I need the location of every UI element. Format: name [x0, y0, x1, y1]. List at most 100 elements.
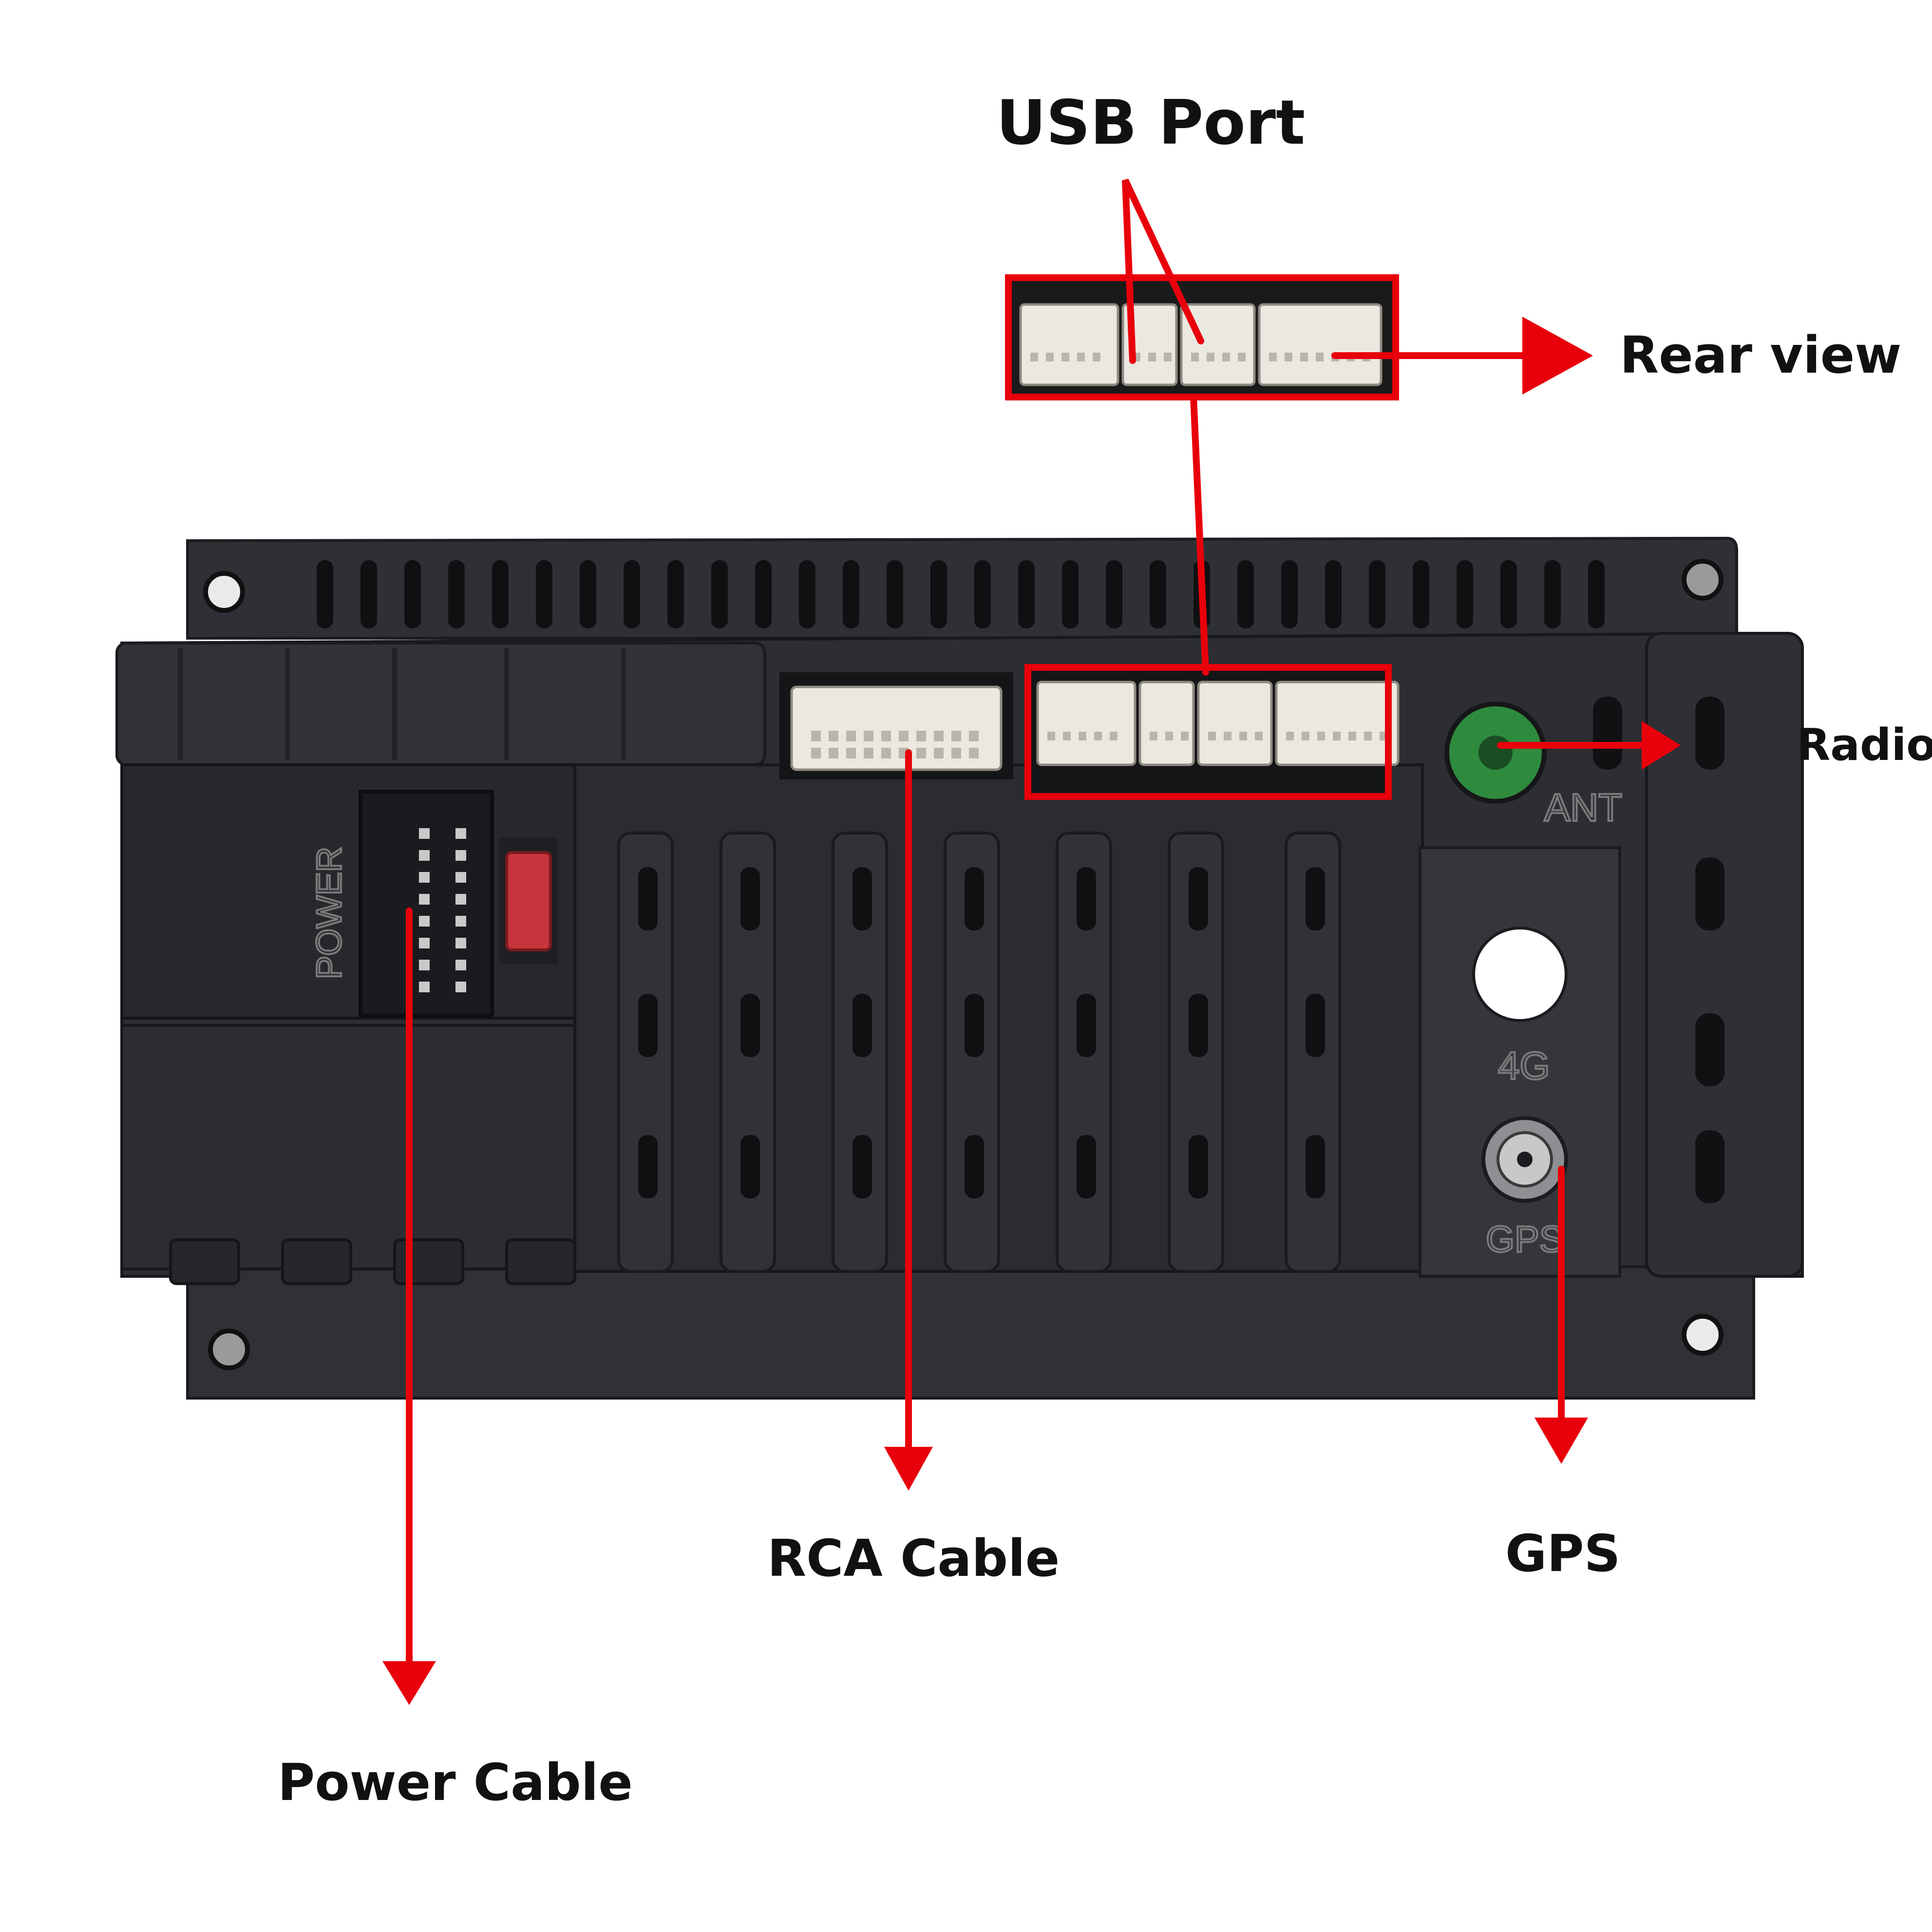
connector-housing: [1275, 681, 1400, 766]
vent-slot: [1588, 560, 1605, 628]
vent-slots: [317, 560, 1605, 628]
radio-label: Radio: [1797, 720, 1932, 771]
vent-slot: [667, 560, 684, 628]
vent-slot: [930, 560, 947, 628]
rib-slot: [740, 867, 760, 930]
vent-slot: [624, 560, 640, 628]
vent-slot: [1106, 560, 1122, 628]
rib-slot: [1189, 1135, 1208, 1198]
connector-housing: [1121, 303, 1178, 386]
vent-slot: [360, 560, 377, 628]
rear-view-label: Rear view: [1620, 325, 1901, 385]
connector-pin: [1061, 353, 1069, 361]
connector-pin: [1207, 353, 1214, 361]
rca-pin: [881, 731, 891, 741]
vent-slot: [317, 560, 333, 628]
connector-pin: [1110, 732, 1118, 740]
connector-pin: [1077, 353, 1085, 361]
rib-slot: [1189, 994, 1208, 1057]
vent-slot: [448, 560, 465, 628]
rib-slot: [638, 994, 658, 1057]
vent-slot: [404, 560, 421, 628]
vent-slot: [1281, 560, 1298, 628]
fuse: [505, 851, 552, 951]
annotations: [406, 179, 1650, 1674]
usb-connector-block-detail: [1019, 303, 1383, 386]
rca-arrowhead: [884, 1447, 933, 1491]
right-edge-ribs: [1645, 632, 1804, 1278]
detail-link-line: [1190, 394, 1209, 676]
rca-pin: [969, 731, 979, 741]
rca-pin: [951, 731, 961, 741]
rear-view-arrowhead: [1522, 317, 1593, 395]
rca-pin: [969, 748, 979, 758]
rib-slot: [1077, 994, 1096, 1057]
gps-label: GPS: [1505, 1524, 1621, 1583]
rib-slot: [1077, 1135, 1096, 1198]
head-unit-chassis: POWER 4G GPS ANT: [115, 536, 1804, 1400]
connector-pin: [1285, 353, 1292, 361]
connector-pin: [1300, 353, 1308, 361]
ant-marking: ANT: [1544, 786, 1622, 829]
connector-pin: [1316, 353, 1324, 361]
vent-slot: [974, 560, 991, 628]
rca-pin: [951, 748, 961, 758]
vent-slot: [887, 560, 903, 628]
connector-housing: [1197, 681, 1273, 766]
rca-pin: [899, 731, 909, 741]
connector-pin: [1046, 353, 1054, 361]
connector-pin: [1364, 732, 1372, 740]
power-pin: [419, 938, 430, 948]
connector-pin: [1181, 732, 1189, 740]
rib-slot: [1306, 1135, 1325, 1198]
connector-pin: [1191, 353, 1199, 361]
rca-pin: [916, 748, 926, 758]
top-vent-plate: [186, 536, 1738, 640]
connector-pin: [1165, 732, 1173, 740]
usb-connector-block-unit: [1036, 681, 1400, 766]
usb-port-label: USB Port: [996, 87, 1305, 158]
rca-pin: [829, 731, 838, 741]
rca-connector-pins: [811, 731, 979, 758]
vent-slot: [1237, 560, 1254, 628]
power-pin: [419, 982, 430, 992]
power-cable-label: Power Cable: [278, 1753, 633, 1812]
bottom-plate: [186, 1265, 1755, 1400]
vent-slot: [799, 560, 815, 628]
rca-pin: [916, 731, 926, 741]
connector-pin: [1208, 732, 1216, 740]
connector-pin: [1148, 353, 1156, 361]
antenna-panel: [1419, 846, 1621, 1278]
mounting-screw-bottom-left: [208, 1328, 250, 1370]
rib-slot: [1306, 867, 1325, 930]
rib-slot: [1189, 867, 1208, 930]
4g-marking: 4G: [1498, 1044, 1550, 1087]
rib-slot: [852, 994, 872, 1057]
power-pin: [455, 894, 466, 905]
connector-pin: [1063, 732, 1071, 740]
power-pin: [455, 982, 466, 992]
vent-slot: [1325, 560, 1342, 628]
rca-pin: [846, 731, 856, 741]
rib-slot: [965, 1135, 984, 1198]
vent-slot: [1413, 560, 1429, 628]
connector-pin: [1302, 732, 1309, 740]
rib-slot: [852, 867, 872, 930]
connector-pin: [1317, 732, 1325, 740]
power-connector-pins: [419, 828, 466, 992]
rca-pin: [934, 731, 944, 741]
power-lower-block: [120, 1024, 576, 1270]
rib-slot: [740, 1135, 760, 1198]
vent-slot: [1544, 560, 1561, 628]
upper-ridges: [178, 648, 626, 760]
power-pin: [419, 828, 430, 839]
rca-pin: [864, 748, 873, 758]
connector-pin: [1239, 732, 1247, 740]
arrowheads: [382, 317, 1681, 1705]
mounting-hole-bottom-right: [1682, 1314, 1724, 1356]
vent-slot: [1500, 560, 1517, 628]
rib-slot: [740, 994, 760, 1057]
rca-pin: [811, 731, 821, 741]
vent-slot: [755, 560, 772, 628]
vent-slot: [1369, 560, 1385, 628]
